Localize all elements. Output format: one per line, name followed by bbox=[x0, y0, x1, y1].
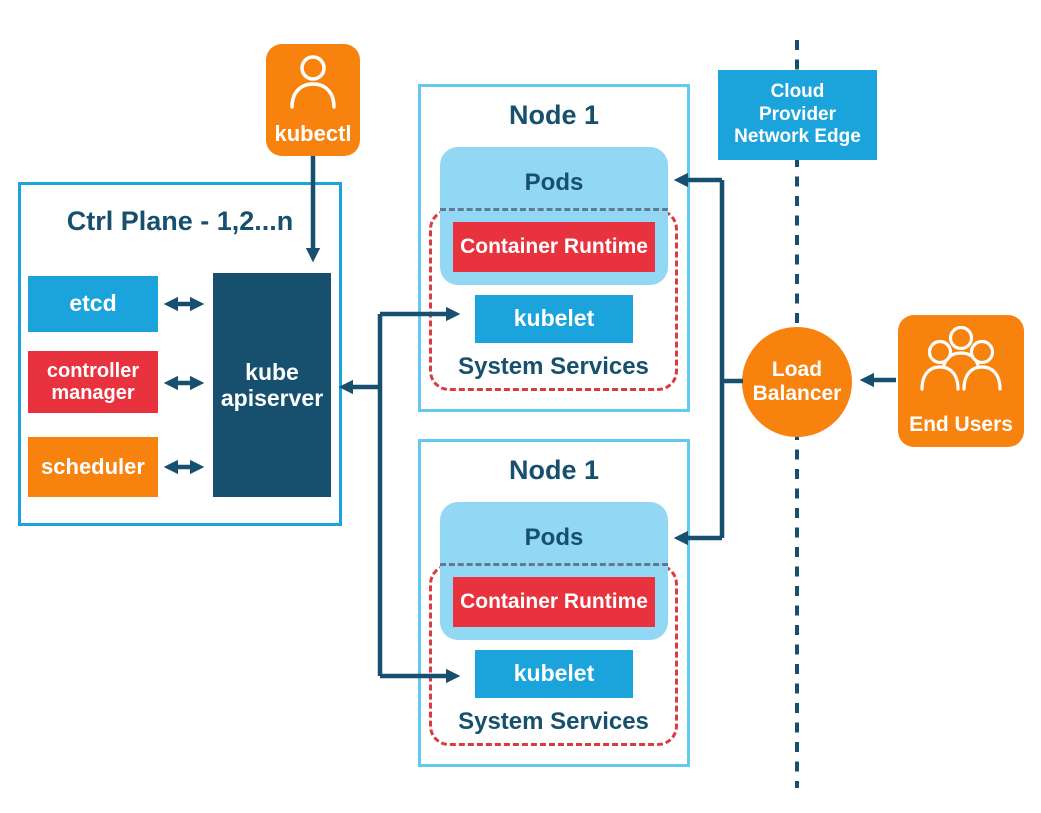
container-runtime-box: Container Runtime bbox=[453, 222, 655, 272]
pods-label: Pods bbox=[524, 169, 584, 196]
node-box-bottom: Node 1 Pods Container Runtime kubelet Sy… bbox=[418, 439, 690, 767]
pods-runtime-divider bbox=[440, 208, 668, 211]
node-title: Node 1 bbox=[508, 100, 600, 130]
kubectl-label: kubectl bbox=[274, 121, 352, 146]
kubelet-box: kubelet bbox=[475, 295, 633, 343]
node-title: Node 1 bbox=[508, 455, 600, 485]
system-services-label: System Services bbox=[458, 353, 649, 380]
users-icon bbox=[920, 325, 1002, 391]
node-box-top: Node 1 Pods Container Runtime kubelet Sy… bbox=[418, 84, 690, 412]
controller-manager-box: controller manager bbox=[28, 351, 158, 413]
end-users-label: End Users bbox=[909, 413, 1013, 436]
user-icon bbox=[290, 55, 336, 109]
control-plane-box: Ctrl Plane - 1,2...n etcd controller man… bbox=[18, 182, 342, 526]
container-runtime-box: Container Runtime bbox=[453, 577, 655, 627]
scheduler-box: scheduler bbox=[28, 437, 158, 497]
load-balancer-circle: Load Balancer bbox=[742, 327, 852, 437]
pods-label: Pods bbox=[524, 524, 584, 551]
kube-apiserver-box: kube apiserver bbox=[213, 273, 331, 497]
control-plane-title: Ctrl Plane - 1,2...n bbox=[66, 206, 294, 236]
kubectl-box: kubectl bbox=[266, 44, 360, 156]
end-users-box: End Users bbox=[898, 315, 1024, 447]
loadbalancer-trunk-line bbox=[719, 180, 743, 538]
kubelet-box: kubelet bbox=[475, 650, 633, 698]
pods-runtime-divider bbox=[440, 563, 668, 566]
etcd-box: etcd bbox=[28, 276, 158, 332]
system-services-label: System Services bbox=[458, 708, 649, 735]
cloud-provider-network-edge-box: Cloud Provider Network Edge bbox=[718, 70, 877, 160]
